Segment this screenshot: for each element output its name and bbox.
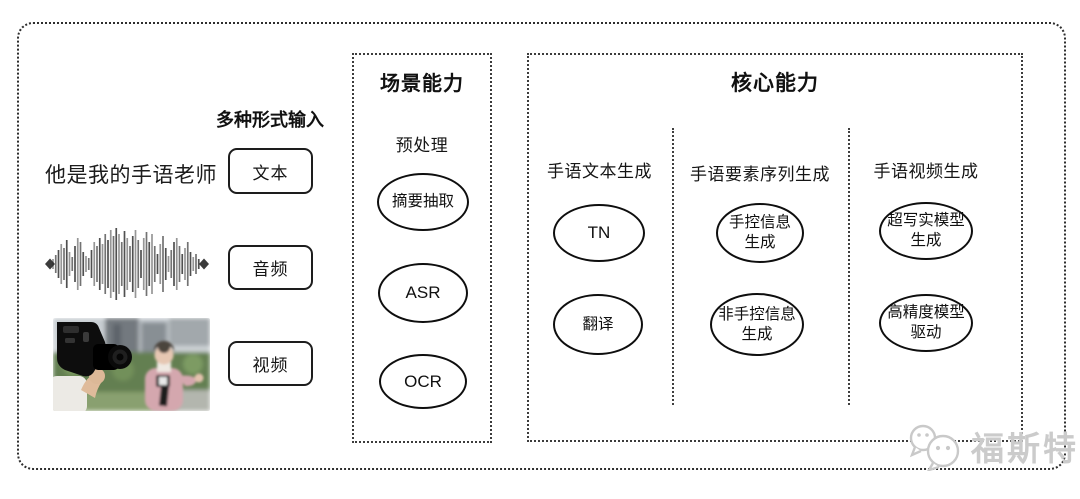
column-heading-element-sequence-generation: 手语要素序列生成 <box>690 165 830 184</box>
text-input-box: 文本 <box>228 148 313 194</box>
audio-input-label: 音频 <box>252 260 289 279</box>
text-input-label: 文本 <box>252 163 289 183</box>
brand-watermark: 福斯特 <box>905 421 1079 471</box>
node-manual-info-generation: 手控信息 生成 <box>716 203 804 263</box>
core-capability-box <box>527 53 1023 442</box>
node-translation: 翻译 <box>553 294 643 355</box>
node-high-precision-model-driving: 高精度模型 驱动 <box>879 294 973 352</box>
column-heading-text-generation: 手语文本生成 <box>547 162 652 181</box>
scene-capability-box <box>352 53 492 443</box>
audio-input-box: 音频 <box>228 245 313 290</box>
video-thumbnail <box>53 318 210 411</box>
column-divider-1 <box>672 128 674 405</box>
reporter-photo-illustration <box>53 318 210 411</box>
input-section-title: 多种形式输入 <box>216 110 324 130</box>
outer-dotted-border <box>17 22 1066 470</box>
scene-capability-title: 场景能力 <box>380 73 464 95</box>
chat-bubbles-logo-icon <box>909 424 960 471</box>
node-ocr: OCR <box>379 354 467 409</box>
node-non-manual-info-generation: 非手控信息 生成 <box>710 293 804 356</box>
brand-watermark-text: 福斯特 <box>971 430 1079 467</box>
column-divider-2 <box>848 128 850 405</box>
node-hyperreal-model-generation: 超写实模型 生成 <box>879 202 973 260</box>
audio-waveform-icon <box>45 228 209 305</box>
video-input-box: 视频 <box>228 341 313 386</box>
preprocess-heading: 预处理 <box>395 136 449 155</box>
core-capability-title: 核心能力 <box>731 72 819 95</box>
node-summary-extraction: 摘要抽取 <box>377 173 469 231</box>
node-tn: TN <box>553 204 645 262</box>
video-input-label: 视频 <box>252 356 289 375</box>
column-heading-video-generation: 手语视频生成 <box>873 162 979 181</box>
sample-sentence-text: 他是我的手语老师 <box>45 164 217 187</box>
node-asr: ASR <box>378 263 468 323</box>
